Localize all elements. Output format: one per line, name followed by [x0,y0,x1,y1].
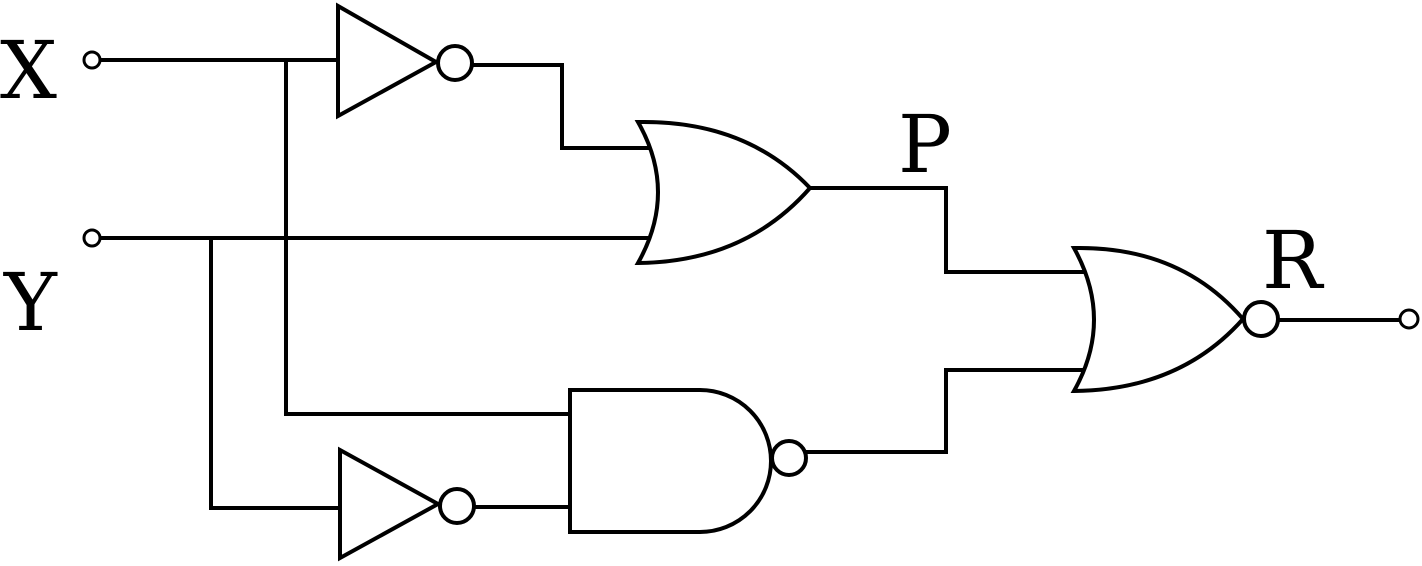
wire-notx-to-or [468,63,650,150]
input-x-terminal [82,50,102,70]
wire-x-to-nand [284,58,572,416]
wires [98,58,1402,510]
nor-gate-body [1070,245,1246,394]
output-r-terminal [1398,308,1420,330]
or-gate-body [634,119,813,266]
label-r: R [1262,214,1325,307]
nor-gate-bubble [1242,300,1280,338]
label-x: X [0,24,57,117]
not-gate-x-bubble [436,44,474,82]
not-gate-x-body [336,2,441,120]
nand-gate [568,388,808,534]
not-gate-y-bubble [438,487,476,525]
not-gate-y [338,446,476,562]
not-gate-x [336,2,474,120]
nand-gate-body [568,388,773,534]
input-y-terminal [82,228,102,248]
wire-p-to-nor [808,186,1087,274]
not-gate-y-body [338,446,443,562]
label-p: P [898,98,952,191]
or-gate [634,119,813,266]
wire-y-to-not [209,236,340,510]
nor-gate [1070,245,1280,394]
nand-gate-bubble [770,439,808,477]
label-y: Y [3,256,58,349]
wire-nand-to-nor [804,368,1087,454]
